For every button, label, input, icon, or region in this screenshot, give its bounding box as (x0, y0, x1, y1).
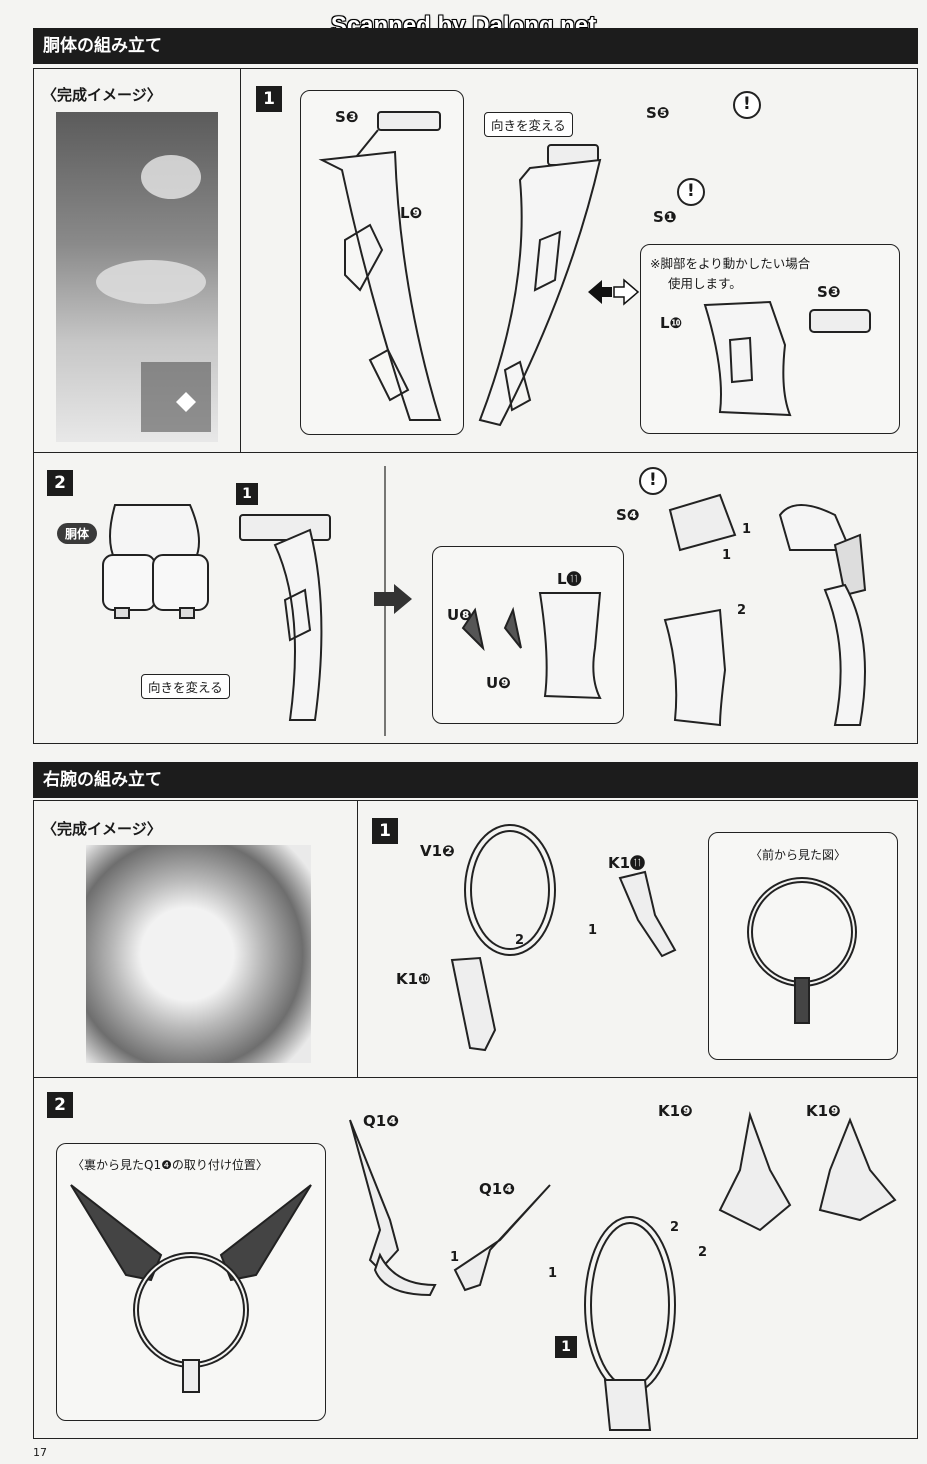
part-label-k1-10: K1❿ (396, 970, 431, 988)
front-view-label: 〈前から見た図〉 (750, 848, 847, 862)
change-direction-callout-step1: 向きを変える (484, 112, 573, 137)
alt-usage-note-line2: 使用します。 (668, 276, 742, 291)
alert-icon (733, 91, 761, 119)
back-view-drawing (70, 1184, 312, 1393)
torso-step2-panel (33, 452, 918, 744)
part-label-k1-11: K1⓫ (608, 854, 646, 872)
arm-completed-image-label: 〈完成イメージ〉 (42, 820, 162, 838)
torso-completed-image-label: 〈完成イメージ〉 (42, 86, 162, 104)
alert-mark: ! (687, 181, 695, 201)
order-1: 1 (588, 923, 598, 938)
change-direction-callout-step2: 向きを変える (141, 674, 230, 699)
order-2a: 2 (670, 1220, 680, 1235)
torso-tag: 胴体 (57, 523, 98, 544)
order-1a: 1 (450, 1250, 460, 1265)
part-label-l10: L❿ (660, 314, 683, 332)
alert-icon (677, 178, 705, 206)
part-label-s3: S❸ (335, 108, 359, 126)
part-label-l9: L❾ (400, 204, 423, 222)
torso-step1-number: 1 (256, 86, 282, 112)
back-view-label: 〈裏から見たQ1❹の取り付け位置〉 (72, 1158, 268, 1172)
part-label-q1-4-b: Q1❹ (479, 1180, 515, 1198)
order-1a: 1 (742, 522, 752, 537)
part-label-k1-9-a: K1❾ (658, 1102, 693, 1120)
alert-mark: ! (649, 470, 657, 490)
next-step-arrow-icon (374, 584, 412, 614)
part-label-s5: S❺ (646, 104, 670, 122)
order-2b: 2 (698, 1245, 708, 1260)
l11-skirt-drawing (461, 592, 602, 700)
arm-step1-number: 1 (372, 818, 398, 844)
l10-plate-drawing (703, 300, 871, 417)
torso-section-header: 胴体の組み立て (33, 28, 918, 64)
part-label-s3-alt: S❸ (817, 283, 841, 301)
torso-body-drawing (102, 504, 209, 619)
ring-part-drawing (450, 824, 677, 1052)
order-2: 2 (515, 933, 525, 948)
torso-step2-ref-step: 1 (236, 483, 258, 505)
arm-step2-panel (33, 1077, 918, 1439)
alert-mark: ! (743, 94, 751, 114)
page-number: 17 (33, 1446, 47, 1459)
alt-usage-note-line1: ※脚部をより動かしたい場合 (650, 256, 811, 271)
arm-completed-photo (86, 845, 311, 1063)
part-label-v1-2: V1❷ (420, 842, 455, 860)
arm-step2-number: 2 (47, 1092, 73, 1118)
order-2: 2 (737, 603, 747, 618)
order-1b: 1 (548, 1266, 558, 1281)
l9-plate-drawing (318, 111, 442, 421)
arm-step2-ref-step: 1 (555, 1336, 577, 1358)
order-1b: 1 (722, 548, 732, 563)
part-label-s4: S❹ (616, 506, 640, 524)
right-arm-section-header: 右腕の組み立て (33, 762, 918, 798)
torso-photo-overlay (96, 155, 211, 432)
alert-icon (639, 467, 667, 495)
front-view-ring-drawing (747, 877, 857, 1024)
arm-assembly-drawing (349, 1111, 897, 1431)
part-label-s1: S❶ (653, 208, 677, 226)
part-label-u8: U❽ (447, 606, 472, 624)
part-label-q1-4-a: Q1❹ (363, 1112, 399, 1130)
swap-arrow-icon (588, 278, 640, 306)
part-label-l11: L⓫ (557, 570, 582, 588)
part-label-k1-9-b: K1❾ (806, 1102, 841, 1120)
part-label-u9: U❾ (486, 674, 511, 692)
torso-step2-number: 2 (47, 470, 73, 496)
l9-assembled-drawing (478, 144, 602, 427)
torso-assembly-drawing (663, 493, 867, 727)
torso-frame-drawing (239, 514, 331, 721)
